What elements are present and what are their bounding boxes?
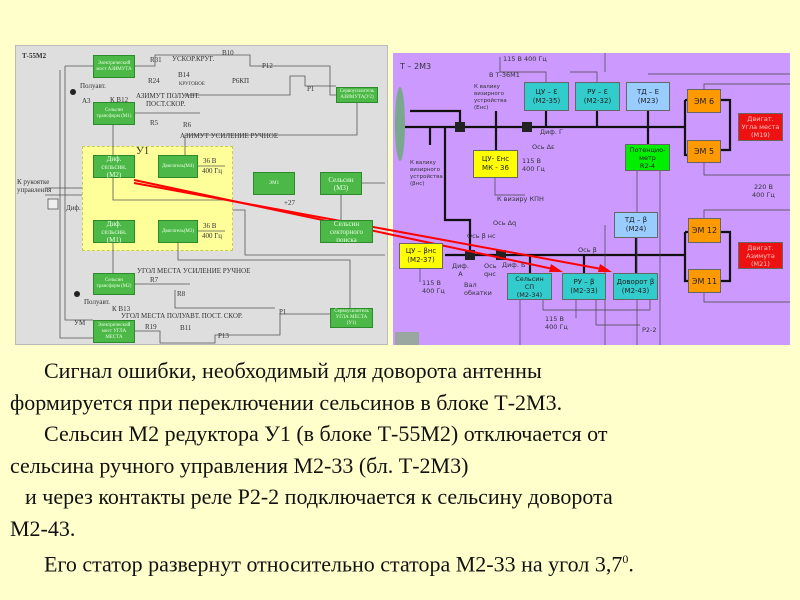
text-line: сельсина ручного управления М2-33 (бл. Т…	[10, 452, 469, 478]
text-line-last: Его статор развернут относительно статор…	[10, 544, 795, 580]
t55m2-title: Т-55М2	[22, 52, 47, 60]
u1-label: У1	[136, 145, 150, 157]
label: R31	[150, 56, 162, 64]
label: Р2-2	[642, 326, 657, 334]
label: R19	[145, 323, 157, 331]
label: P1	[307, 85, 315, 93]
label: К валику визирного устройства (βнс)	[410, 160, 443, 187]
label: Ось β	[578, 246, 597, 254]
label: +27	[284, 199, 295, 207]
label: R24	[148, 77, 160, 85]
text-line: и через контакты реле Р2-2 подключается …	[25, 484, 613, 509]
label: Диф. А	[452, 262, 469, 278]
text-end: .	[628, 551, 634, 577]
label: УГОЛ МЕСТА ПОЛУАВТ. ПОСТ. СКОР.	[121, 312, 243, 320]
label: 115 В 400 Гц	[522, 157, 545, 173]
label: 115 В 400 Гц	[503, 55, 547, 63]
block-motor-elevation: Двигат. Угла места (М19)	[738, 113, 783, 141]
degree-superscript: 0	[622, 552, 629, 566]
block-selsyn-sp: Сельсин СП (М2-34)	[507, 273, 552, 300]
label: R7	[150, 276, 159, 284]
block-bridge-azimuth: Электрический мост АЗИМУТА	[93, 55, 135, 78]
block-bridge-elevation: Электрический мост УГЛА МЕСТА	[93, 320, 135, 343]
block-cu-ens: ЦУ- Ɛнс МК - 36	[473, 150, 518, 178]
label: B11	[180, 324, 192, 332]
label: АЗИМУТ ПОЛУАВТ.	[136, 92, 200, 100]
block-motor-m4: Двигатель(М4)	[158, 155, 198, 178]
label: R5	[150, 119, 159, 127]
text-line: Его статор развернут относительно статор…	[44, 551, 623, 577]
label: 36 В	[203, 157, 217, 165]
text-line: М2-43.	[10, 515, 76, 541]
label: УГОЛ МЕСТА УСИЛЕНИЕ РУЧНОЕ	[137, 267, 251, 275]
label: Диф.	[66, 204, 81, 212]
block-selsyn-transformer-m1: Сельсин трансформ (М1)	[93, 102, 135, 125]
label: 400 Гц	[202, 232, 223, 240]
label: P6КП	[232, 77, 250, 85]
label: 115 В 400 Гц	[422, 279, 445, 295]
label: P12	[262, 62, 273, 70]
block-selsyn-m3: Сельсин (М3)	[320, 172, 362, 195]
label: P1	[279, 308, 287, 316]
text-line: формируется при переключении сельсинов в…	[10, 389, 563, 415]
block-servo-elevation: Сервоусилитель УГЛА МЕСТА (У1)	[330, 308, 373, 328]
label: УМ	[74, 319, 86, 327]
block-motor-m3: Двигатель(М3)	[158, 220, 198, 243]
label: К B12	[110, 96, 129, 104]
block-dovorot-b: Доворот β (М2-43)	[613, 273, 658, 300]
block-emu1: ЭМ1	[253, 172, 295, 195]
label: К B13	[112, 305, 131, 313]
block-ru-b: РУ – β (М2-33)	[562, 273, 606, 300]
slide-text: Сигнал ошибки, необходимый для доворота …	[10, 355, 795, 580]
label: 220 В 400 Гц	[752, 183, 775, 199]
label: B10	[222, 49, 234, 57]
label: Полуавт.	[80, 82, 106, 90]
block-em6: ЭМ 6	[687, 89, 721, 113]
label: Вал обкатки	[464, 281, 492, 297]
label: Ось Δε	[532, 143, 555, 151]
block-selsyn-transformer-m2: Сельсин трансформ (М2)	[93, 273, 135, 295]
block-diff-selsyn-m1: Диф. сельсин. (М1)	[93, 220, 135, 244]
label: К валику визирного устройства (Енс)	[474, 84, 507, 111]
label: УСКОР.КРУГ.	[172, 55, 215, 63]
label: АЗИМУТ УСИЛЕНИЕ РУЧНОЕ	[180, 132, 279, 140]
label: А3	[82, 97, 91, 105]
label: Ось Δq	[493, 219, 517, 227]
label: Ось β нс	[467, 232, 496, 240]
label: P13	[218, 332, 229, 340]
block-td-e: ТД – Е (М23)	[626, 82, 670, 111]
block-potentiometer: Потенцио- метр R2-4	[625, 144, 670, 171]
label: Диф. Б	[502, 261, 526, 269]
text-line: Сигнал ошибки, необходимый для доворота …	[44, 358, 542, 383]
label: Ось qнс	[484, 262, 497, 278]
t2m3-title: Т – 2М3	[400, 62, 432, 71]
label: B14	[178, 71, 190, 79]
label: R8	[177, 290, 186, 298]
block-em11: ЭМ 11	[688, 269, 721, 293]
block-motor-azimuth: Двигат. Азимута (М21)	[738, 242, 783, 269]
block-td-b: ТД – β (М24)	[614, 212, 658, 238]
block-ru-e: РУ – Ɛ (М2-32)	[575, 82, 620, 111]
label: К визиру КПН	[497, 195, 544, 203]
label: В Т-36М1	[489, 71, 520, 79]
label: Полуавт.	[84, 298, 110, 306]
block-cu-bns: ЦУ – βнс (М2-37)	[399, 243, 443, 269]
label: 36 В	[203, 222, 217, 230]
block-cu-e: ЦУ – Ɛ (М2-35)	[524, 82, 569, 111]
label: ПОСТ.СКОР.	[146, 100, 186, 108]
label: 400 Гц	[202, 167, 223, 175]
label: КРУГОВОЕ	[179, 82, 205, 87]
label: К рукоятке управления	[17, 178, 52, 194]
text-line: Сельсин М2 редуктора У1 (в блоке Т-55М2)…	[44, 421, 608, 446]
label: R6	[183, 121, 192, 129]
block-servo-azimuth: Сервоусилитель АЗИМУТА(У2)	[336, 87, 378, 103]
label: 115 В 400 Гц	[545, 315, 568, 331]
label: Диф. Г	[540, 128, 563, 136]
block-sector-search-selsyn: Сельсин секторного поиска	[320, 220, 373, 244]
block-diff-selsyn-m2: Диф. сельсин. (М2)	[93, 155, 135, 179]
block-em12: ЭМ 12	[688, 218, 721, 243]
block-em5: ЭМ 5	[687, 140, 721, 163]
